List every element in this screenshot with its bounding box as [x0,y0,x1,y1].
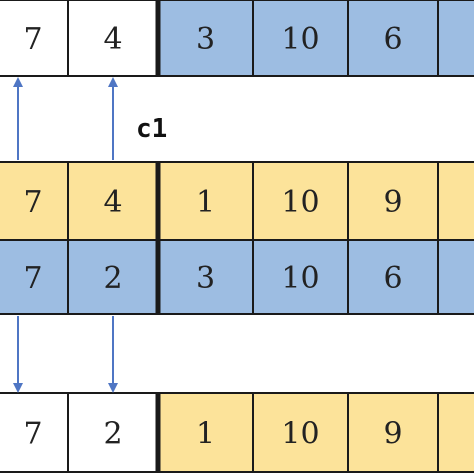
cell-value: 4 [103,22,122,57]
cell-box [347,239,439,315]
cell-value: 3 [196,261,215,296]
cell-box [347,0,439,77]
cell-box [437,239,474,315]
cell-value: 7 [23,261,42,296]
cell-value: 1 [196,185,215,220]
cell-box [0,392,69,473]
row-parent-yellow: 7 4 1 10 9 [0,161,474,241]
cell-box [347,392,439,473]
cell-value: 4 [103,185,122,220]
row-bottom-result: 7 2 1 10 9 [0,392,474,473]
cell-box [157,239,254,315]
cell-box [252,239,349,315]
cell-value: 3 [196,22,215,57]
cell-value: 9 [383,417,402,452]
row-top-result: 7 4 3 10 6 [0,0,474,77]
cell-box [252,392,349,473]
cell-value: 2 [103,261,122,296]
cell-box [347,161,439,241]
cell-box [437,392,474,473]
cell-box [67,392,159,473]
cell-value: 7 [23,417,42,452]
cell-box [252,0,349,77]
cell-value: 6 [383,261,402,296]
cell-value: 7 [23,22,42,57]
cell-box [252,161,349,241]
arrows-layer [13,77,118,393]
cell-value: 10 [281,417,319,452]
cell-value: 7 [23,185,42,220]
cell-value: 1 [196,417,215,452]
cell-box [437,0,474,77]
cell-value: 2 [103,417,122,452]
row-parent-blue: 7 2 3 10 6 [0,239,474,315]
label-c1: c1 [136,114,167,144]
cell-value: 6 [383,22,402,57]
cell-box [67,0,159,77]
cell-value: 10 [281,22,319,57]
cell-box [437,161,474,241]
cell-value: 10 [281,185,319,220]
cell-value: 10 [281,261,319,296]
cell-box [0,239,69,315]
cell-value: 9 [383,185,402,220]
